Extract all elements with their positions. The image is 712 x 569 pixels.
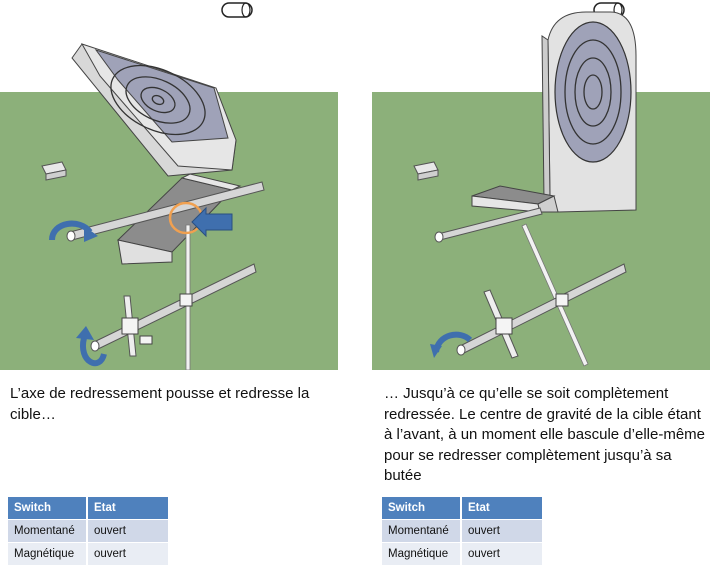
small-block (41, 161, 67, 181)
push-arrow-icon (191, 206, 233, 238)
table-cell: ouvert (87, 519, 170, 543)
capsule-icon (221, 2, 253, 18)
caption-right: … Jusqu’à ce qu’elle se soit complètemen… (384, 385, 705, 484)
table-cell: ouvert (461, 542, 544, 565)
table-header: Switch (8, 497, 88, 520)
table-header: Etat (87, 497, 170, 520)
table-row: Momentané ouvert (8, 519, 170, 543)
switch-assembly (483, 289, 569, 359)
table-cell: Magnétique (382, 542, 462, 565)
rotation-arrow-icon (430, 331, 473, 358)
table-row: Magnétique ouvert (382, 542, 544, 565)
table-cell: Momentané (382, 519, 462, 543)
upright-target (541, 11, 637, 213)
target-base (471, 185, 559, 213)
scene-right (372, 0, 710, 370)
scene-right-drawing (372, 0, 710, 370)
switch-state-table-left: Switch Etat Momentané ouvert Magnétique … (8, 497, 170, 565)
push-rod (521, 223, 589, 367)
switch-assembly (121, 293, 193, 357)
upper-rod (434, 207, 543, 243)
rotation-arrow-icon (76, 326, 107, 367)
table-cell: Momentané (8, 519, 88, 543)
table-row: Momentané ouvert (382, 519, 544, 543)
grass (372, 92, 710, 370)
table-header: Switch (382, 497, 462, 520)
rotation-arrow-icon (49, 220, 98, 242)
small-block (413, 161, 439, 181)
tilted-target (71, 43, 237, 177)
table-header: Etat (461, 497, 544, 520)
table-header-row: Switch Etat (382, 497, 544, 520)
table-row: Magnétique ouvert (8, 542, 170, 565)
table-header-row: Switch Etat (8, 497, 170, 520)
upper-rod (66, 181, 265, 242)
scene-left (0, 0, 338, 370)
scene-left-drawing (0, 0, 338, 370)
sky (372, 0, 710, 92)
table-cell: Magnétique (8, 542, 88, 565)
table-cell: ouvert (87, 542, 170, 565)
target-base (116, 173, 242, 265)
table-cell: ouvert (461, 519, 544, 543)
caption-left: L’axe de redressement pousse et redresse… (10, 385, 310, 423)
switch-state-table-right: Switch Etat Momentané ouvert Magnétique … (382, 497, 544, 565)
